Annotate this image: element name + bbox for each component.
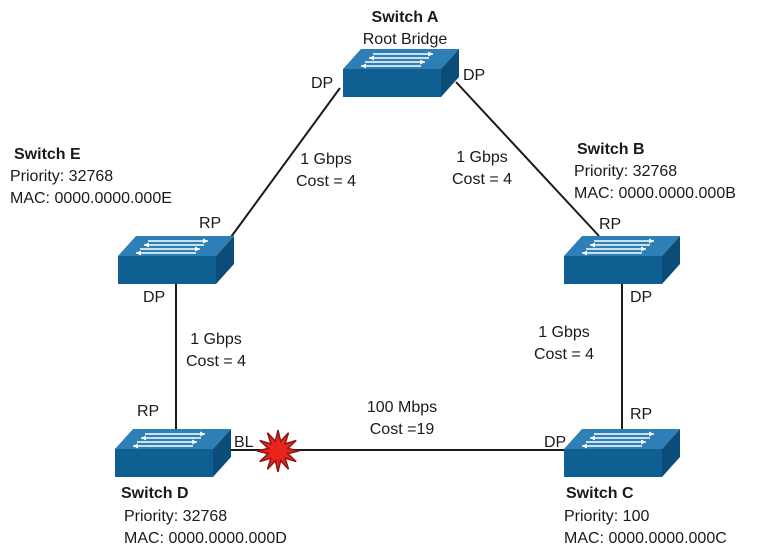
- switch-e-mac: MAC: 0000.0000.000E: [10, 190, 172, 207]
- switch-c-mac: MAC: 0000.0000.000C: [564, 530, 727, 547]
- red-starburst-icon: [256, 429, 300, 473]
- network-switch-icon-a: [343, 49, 459, 97]
- port-b-bottom: DP: [630, 289, 653, 306]
- network-switch-icon-e: [118, 236, 234, 284]
- link-b-c-cost: Cost = 4: [533, 346, 595, 363]
- link-a-e-speed: 1 Gbps: [300, 151, 352, 168]
- link-a-e: [230, 87, 341, 238]
- switch-a-name: Switch A: [371, 9, 439, 26]
- switch-e-name: Switch E: [14, 146, 81, 163]
- port-d-top: RP: [137, 403, 160, 420]
- switch-e-priority: Priority: 32768: [10, 168, 114, 185]
- link-d-c-cost: Cost =19: [369, 421, 435, 438]
- switch-c-name: Switch C: [566, 485, 634, 502]
- switch-d-name: Switch D: [121, 485, 189, 502]
- link-d-c-speed: 100 Mbps: [366, 399, 438, 416]
- link-a-e-cost: Cost = 4: [295, 173, 357, 190]
- port-c-top: RP: [630, 406, 653, 423]
- link-a-b-cost: Cost = 4: [451, 171, 513, 188]
- switch-b-mac: MAC: 0000.0000.000B: [574, 185, 736, 202]
- port-e-bottom: DP: [143, 289, 166, 306]
- link-a-b-speed: 1 Gbps: [456, 149, 508, 166]
- link-a-b: [455, 81, 600, 237]
- network-switch-icon-d: [115, 429, 231, 477]
- port-c-left: DP: [544, 434, 567, 451]
- switch-a-subtitle: Root Bridge: [362, 31, 448, 48]
- port-d-right: BL: [234, 434, 254, 451]
- switch-b-priority: Priority: 32768: [574, 163, 678, 180]
- port-a-right: DP: [463, 67, 486, 84]
- port-e-top: RP: [199, 215, 222, 232]
- port-a-left: DP: [311, 75, 334, 92]
- link-e-d-speed: 1 Gbps: [190, 331, 242, 348]
- switch-d-priority: Priority: 32768: [124, 508, 228, 525]
- link-e-d-cost: Cost = 4: [185, 353, 247, 370]
- switch-b-name: Switch B: [577, 141, 645, 158]
- network-switch-icon-b: [564, 236, 680, 284]
- port-b-top: RP: [599, 216, 622, 233]
- switch-c-priority: Priority: 100: [564, 508, 650, 525]
- network-switch-icon-c: [564, 429, 680, 477]
- link-b-c-speed: 1 Gbps: [538, 324, 590, 341]
- switch-d-mac: MAC: 0000.0000.000D: [124, 530, 287, 547]
